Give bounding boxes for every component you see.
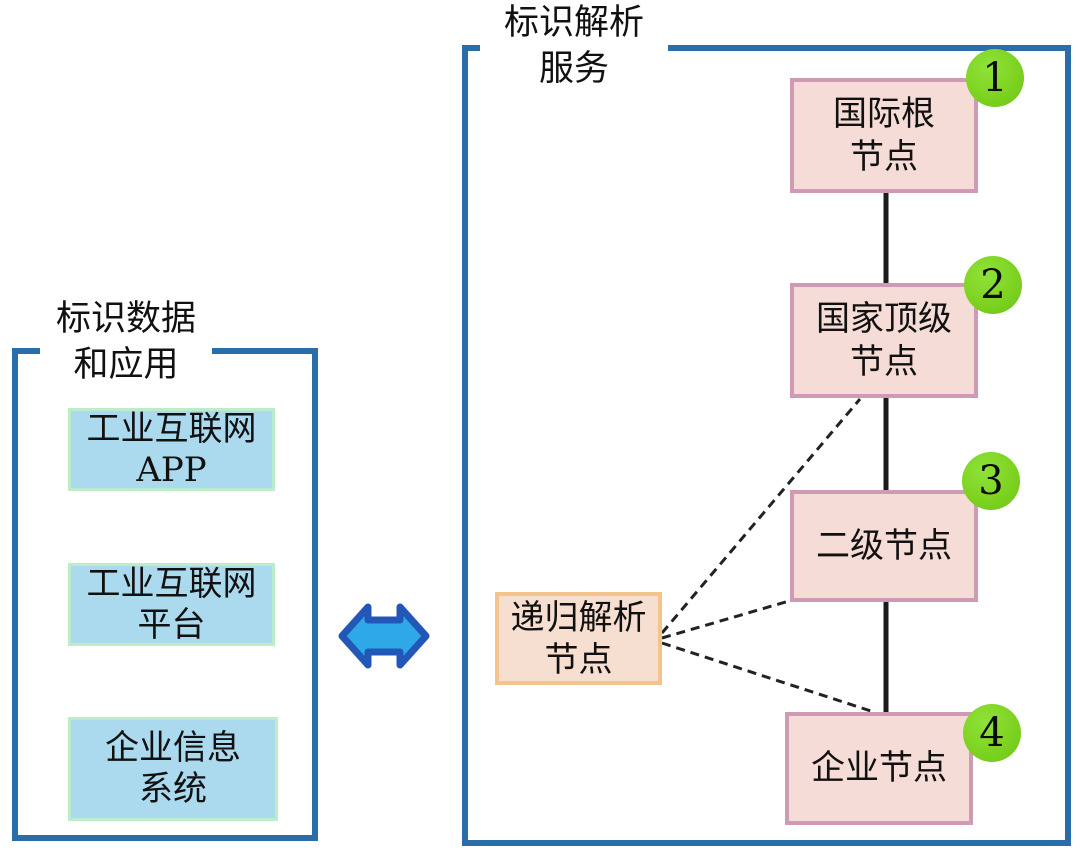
left-panel-title-line1: 标识数据 bbox=[55, 299, 196, 339]
app-box-enterprise-information-system: 企业信息 系统 bbox=[68, 717, 278, 821]
right-panel-frame bbox=[462, 45, 1071, 846]
node-label-line2: 节点 bbox=[544, 639, 613, 680]
right-panel-title-line2: 服务 bbox=[538, 49, 609, 89]
bidirectional-arrow-icon bbox=[338, 603, 430, 669]
badge-number: 4 bbox=[979, 710, 1005, 756]
app-box-line2: 系统 bbox=[139, 769, 207, 809]
app-box-line1: 工业互联网 bbox=[86, 408, 257, 449]
node-enterprise: 企业节点 bbox=[785, 712, 973, 825]
dashed-link-to-second-level-node bbox=[661, 599, 790, 640]
node-label-line1: 递归解析 bbox=[510, 597, 647, 638]
badge-number: 1 bbox=[982, 55, 1008, 101]
badge-number: 2 bbox=[980, 262, 1006, 308]
node-label-line2: 节点 bbox=[850, 341, 918, 382]
node-label-line1: 二级节点 bbox=[816, 525, 952, 566]
app-box-line2: APP bbox=[136, 449, 207, 490]
node-label-line2: 节点 bbox=[850, 136, 918, 177]
app-box-industrial-internet-platform: 工业互联网 平台 bbox=[68, 563, 275, 646]
node-international-root: 国际根 节点 bbox=[790, 78, 978, 193]
node-recursive-resolver: 递归解析 节点 bbox=[495, 592, 662, 685]
node-label-line1: 国际根 bbox=[833, 93, 935, 134]
left-panel-title-line2: 和应用 bbox=[73, 345, 179, 385]
node-label-line1: 国家顶级 bbox=[816, 298, 952, 339]
node-badge: 3 bbox=[962, 452, 1020, 510]
dashed-link-to-national-node bbox=[660, 398, 862, 634]
left-panel-title: 标识数据 和应用 bbox=[40, 296, 212, 388]
app-box-line1: 工业互联网 bbox=[86, 563, 257, 604]
dashed-link-to-enterprise-node bbox=[661, 641, 875, 714]
app-box-line2: 平台 bbox=[137, 604, 206, 645]
app-box-line1: 企业信息 bbox=[105, 728, 241, 768]
node-national-top-level: 国家顶级 节点 bbox=[790, 283, 978, 398]
right-panel-title-line1: 标识解析 bbox=[503, 3, 644, 43]
app-box-industrial-internet-app: 工业互联网 APP bbox=[68, 408, 275, 491]
node-label-line1: 企业节点 bbox=[811, 748, 947, 788]
node-badge: 4 bbox=[963, 704, 1021, 762]
right-panel-title: 标识解析 服务 bbox=[480, 0, 668, 92]
node-badge: 1 bbox=[966, 49, 1024, 107]
badge-number: 3 bbox=[978, 458, 1004, 504]
node-second-level: 二级节点 bbox=[790, 490, 978, 602]
node-badge: 2 bbox=[964, 256, 1022, 314]
